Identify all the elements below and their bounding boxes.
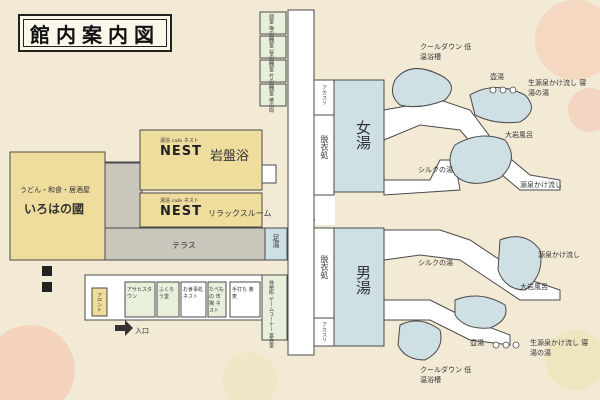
private-room-2 xyxy=(259,35,287,59)
ashiyu-label: 足湯 xyxy=(272,234,280,248)
women-tsubo-label: 壺湯 xyxy=(490,73,504,81)
leaf-decoration-bottom xyxy=(222,352,278,400)
shop-1-area xyxy=(124,281,156,318)
shop-2-label: ふくろう堂 xyxy=(159,287,175,300)
women-big-rock-pool xyxy=(449,135,512,184)
women-source-label: 生源泉かけ流し 寝湯の湯 xyxy=(528,79,587,97)
men-cooldown-label: クールダウン 低温浴槽 xyxy=(420,366,472,384)
ganbanyoku-brand-top: 湯浴 cafe ネスト xyxy=(160,138,199,144)
men-cooldown-pool xyxy=(397,320,442,361)
shop-5-area xyxy=(229,281,261,318)
women-dressing-label: 脱衣処 xyxy=(320,135,329,159)
ganbanyoku-area xyxy=(139,129,263,191)
terrace-label: テラス xyxy=(172,241,196,250)
relax-brand: NEST xyxy=(160,204,202,219)
shop-1-label: アサヒスタウン xyxy=(127,287,153,300)
east-corridor xyxy=(287,9,315,356)
women-tsubo-1 xyxy=(489,86,497,94)
shop-6-area xyxy=(261,274,288,341)
shop-2-area xyxy=(156,281,180,318)
entrance-label: 入口 xyxy=(135,327,149,335)
iroha-subtitle: うどん・和食・居酒屋 xyxy=(20,186,90,194)
men-tsubo-1 xyxy=(492,341,500,349)
accessible-icon xyxy=(42,282,52,292)
flower-decoration-bottom-left xyxy=(0,325,75,400)
women-flow-label: 源泉かけ流し xyxy=(520,181,562,189)
relax-name: リラックスルーム xyxy=(208,209,272,218)
ganbanyoku-name: 岩盤浴 xyxy=(210,149,250,164)
women-big-rock-label: 大岩風呂 xyxy=(505,131,533,139)
women-outdoor-path xyxy=(383,99,561,191)
shop-4-area xyxy=(207,281,227,318)
iroha-name: いろはの國 xyxy=(24,202,85,216)
men-bath-area xyxy=(333,227,385,347)
men-bath-label: 男湯 xyxy=(354,265,372,295)
women-bath-label: 女湯 xyxy=(354,120,372,150)
stairs-block xyxy=(261,164,277,184)
private-room-1-label: 個室 梅の間 xyxy=(268,14,274,41)
entrance-arrow-icon xyxy=(115,320,133,336)
private-room-3 xyxy=(259,59,287,83)
women-tsubo-3 xyxy=(509,86,517,94)
shop-4-label: たべもの 市場 ネスト xyxy=(209,287,225,314)
women-cooldown-label: クールダウン 低温浴槽 xyxy=(420,43,472,61)
relax-brand-top: 湯浴 cafe ネスト xyxy=(160,198,199,204)
front-desk-area xyxy=(91,287,108,317)
men-flow-label: 源泉かけ流し xyxy=(538,251,580,259)
private-room-4 xyxy=(259,83,287,107)
flower-decoration-top-right xyxy=(535,0,600,80)
front-desk-label: フロント xyxy=(96,292,102,312)
women-bath-area xyxy=(333,79,385,193)
men-source-pool xyxy=(454,295,507,329)
men-tsubo-label: 壺湯 xyxy=(470,339,484,347)
shop-3-area xyxy=(180,281,207,318)
men-dressing-label: 脱衣処 xyxy=(320,255,329,279)
shop-5-label: 手打ち 蕎麦 xyxy=(232,287,254,300)
private-room-3-label: 個室 竹の間 xyxy=(268,62,274,89)
men-tsubo-3 xyxy=(512,341,520,349)
men-big-rock-pool xyxy=(497,236,542,291)
shop-6-label: 休憩所 ゲームコーナー 宴会室 xyxy=(268,280,274,349)
aka-bottom-label: アカスリ xyxy=(321,322,327,342)
women-tsubo-2 xyxy=(499,86,507,94)
private-room-1 xyxy=(259,11,287,35)
men-silk-label: シルクの湯 xyxy=(418,259,453,267)
men-big-rock-label: 大岩風呂 xyxy=(520,283,548,291)
flower-decoration-top-right-small xyxy=(568,88,600,132)
flower-decoration-bottom-right xyxy=(545,330,600,390)
men-source-label: 生源泉かけ流し 寝湯の湯 xyxy=(530,339,589,357)
map-title-box: 館内案内図 xyxy=(18,14,172,52)
women-silk-label: シルクの湯 xyxy=(418,166,453,174)
aka-top-label: アカスリ xyxy=(321,85,327,105)
bath-connector xyxy=(315,195,335,225)
restroom-icon xyxy=(42,266,52,276)
men-lower-path xyxy=(383,299,511,346)
women-source-pool xyxy=(469,87,532,124)
women-cooldown-pool xyxy=(391,68,452,108)
ganbanyoku-brand: NEST xyxy=(160,144,202,159)
shop-3-label: お食事処 ネスト xyxy=(183,287,204,300)
iroha-restaurant-area xyxy=(9,151,106,261)
private-room-2-label: 個室 桜の間 xyxy=(268,38,274,65)
private-room-4-label: 個室 椿の間 xyxy=(268,86,274,113)
men-tsubo-2 xyxy=(502,341,510,349)
map-title: 館内案内図 xyxy=(30,22,160,47)
terrace-area xyxy=(104,227,266,261)
relax-room-area xyxy=(139,192,263,228)
ashiyu-area xyxy=(264,227,288,261)
